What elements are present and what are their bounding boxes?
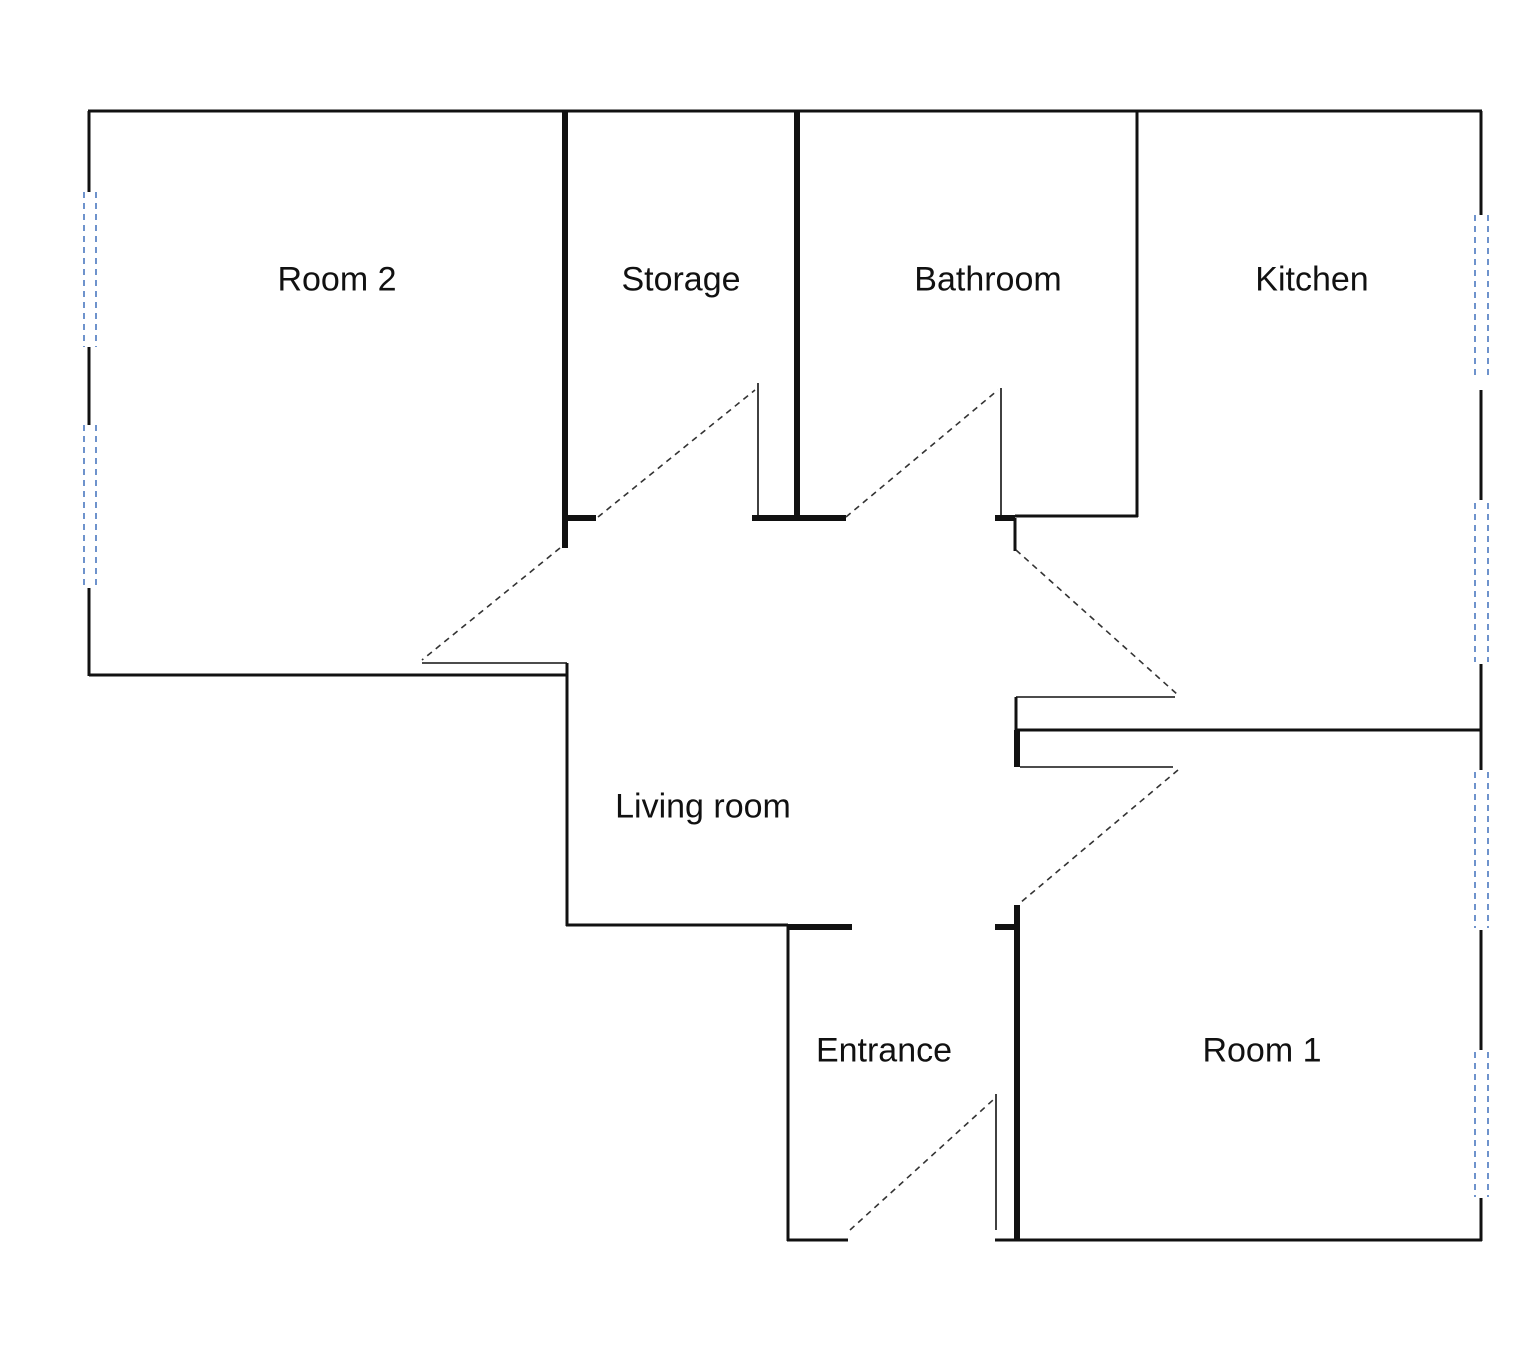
room-label-storage: Storage — [621, 260, 741, 299]
walls — [87, 109, 1483, 1242]
doors — [421, 383, 1179, 1231]
room-label-room2: Room 2 — [277, 260, 397, 299]
room-label-entrance: Entrance — [815, 1031, 953, 1070]
room-label-bathroom: Bathroom — [914, 260, 1062, 299]
windows — [83, 192, 1489, 1197]
room-label-room1: Room 1 — [1202, 1031, 1322, 1070]
room-label-living-room: Living room — [615, 787, 791, 826]
room-label-kitchen: Kitchen — [1255, 260, 1369, 299]
